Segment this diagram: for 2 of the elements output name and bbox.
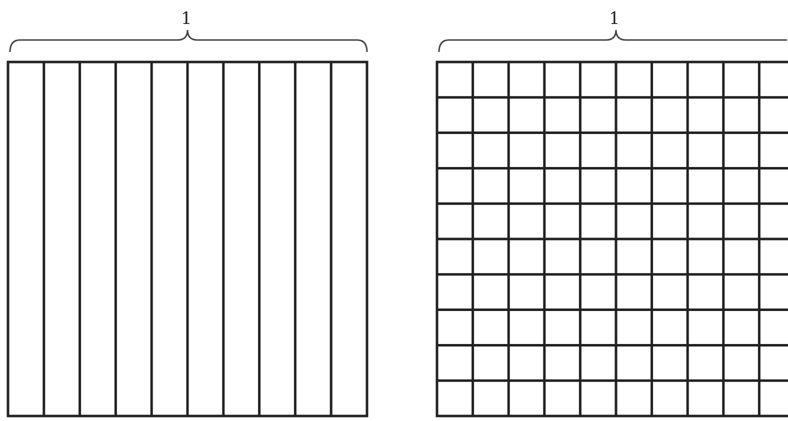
- dimension-label: 1: [181, 10, 192, 28]
- dimension-label: 1: [609, 10, 620, 28]
